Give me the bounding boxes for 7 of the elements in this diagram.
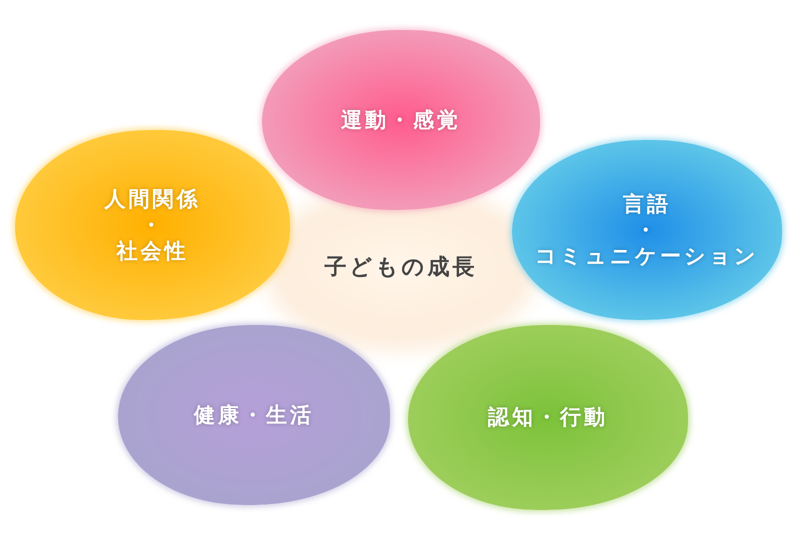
topic-label: 言語・コミュニケーション xyxy=(535,190,759,270)
center-title: 子どもの成長 xyxy=(324,254,478,282)
topic-label: 認知・行動 xyxy=(488,404,608,431)
topic-label: 健康・生活 xyxy=(194,402,314,428)
topic-label: 運動・感覚 xyxy=(341,106,461,134)
center-blob xyxy=(292,212,510,323)
topic-label: 人間関係・社会性 xyxy=(104,186,200,264)
